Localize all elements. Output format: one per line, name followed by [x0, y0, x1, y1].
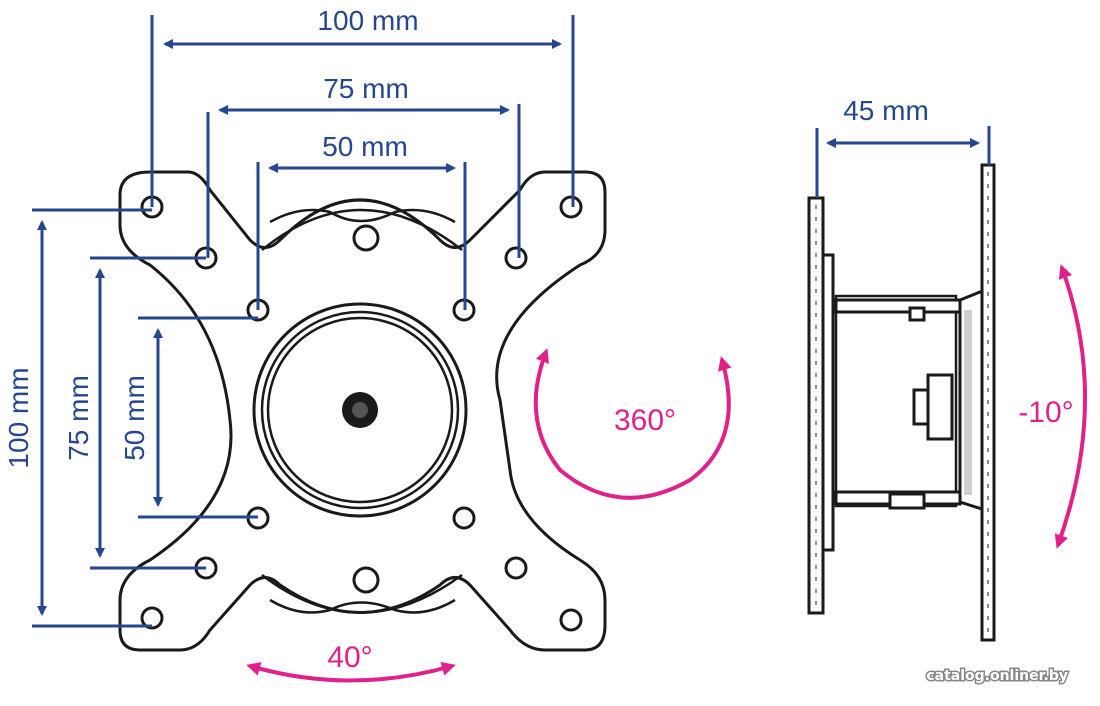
depth-label: 45 mm: [843, 95, 929, 126]
swivel-label: 40°: [327, 641, 372, 674]
vertical-dimension-75: 75 mm: [63, 256, 206, 570]
horizontal-dimension-50: 50 mm: [256, 131, 467, 310]
vertical-dimension-100: 100 mm: [3, 208, 152, 628]
rotation-label: 360°: [614, 404, 676, 437]
vertical-dimension-50: 50 mm: [119, 316, 258, 519]
depth-dimension-45: 45 mm: [815, 95, 991, 198]
swivel-indicator: 40°: [246, 641, 456, 683]
tilt-indicator: -10°: [1018, 264, 1088, 549]
dim-50-h-label: 50 mm: [322, 131, 408, 162]
horizontal-dimension-75: 75 mm: [206, 73, 521, 258]
watermark: catalog.onliner.by: [926, 668, 1068, 684]
dim-100-v-label: 100 mm: [3, 367, 34, 468]
tilt-label: -10°: [1018, 396, 1073, 429]
dim-100-h-label: 100 mm: [317, 5, 418, 36]
rotation-indicator: 360°: [533, 348, 732, 500]
dim-50-v-label: 50 mm: [119, 375, 150, 461]
dim-75-v-label: 75 mm: [63, 375, 94, 461]
dim-75-h-label: 75 mm: [323, 73, 409, 104]
horizontal-dimension-100: 100 mm: [150, 5, 575, 207]
side-view-mount: [807, 163, 996, 642]
front-plate: [118, 170, 607, 652]
